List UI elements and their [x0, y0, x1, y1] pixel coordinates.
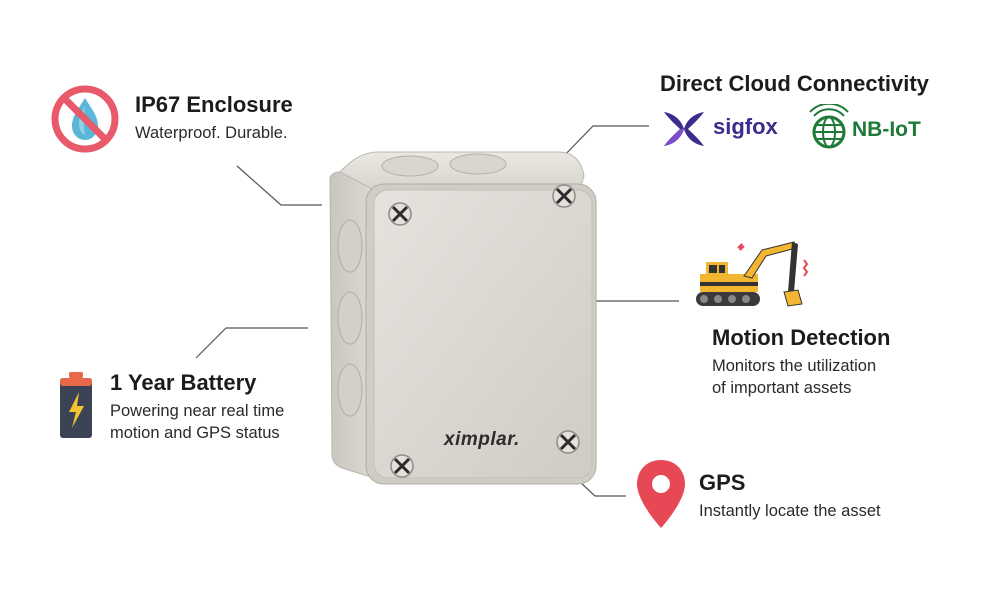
motion-desc-line1: Monitors the utilization: [712, 357, 877, 375]
connectivity-title: Direct Cloud Connectivity: [660, 71, 929, 96]
battery-title: 1 Year Battery: [110, 370, 257, 395]
motion-title: Motion Detection: [712, 325, 891, 350]
excavator-icon: [696, 241, 809, 307]
device-brand-logo: ximplar.: [444, 429, 520, 450]
enclosure-leader-line: [236, 165, 322, 206]
connectivity-leader-line: [557, 125, 649, 163]
location-pin-icon: [637, 460, 685, 528]
enclosure-title: IP67 Enclosure: [135, 92, 293, 117]
battery-desc-line1: Powering near real time: [110, 402, 285, 420]
motion-desc-line2: of important assets: [712, 379, 852, 397]
battery-leader-line: [195, 327, 308, 359]
gps-title: GPS: [699, 470, 746, 495]
sigfox-logo: [664, 112, 704, 146]
battery-icon: [60, 372, 92, 438]
device-enclosure: [329, 151, 597, 485]
gps-desc: Instantly locate the asset: [699, 502, 881, 520]
battery-desc-line2: motion and GPS status: [110, 424, 280, 442]
no-water-icon: [51, 85, 119, 153]
nb-iot-text: NB-IoT: [852, 118, 921, 141]
sigfox-text: sigfox: [713, 114, 778, 139]
nb-iot-globe-icon: [809, 104, 849, 149]
enclosure-desc: Waterproof. Durable.: [135, 124, 288, 142]
